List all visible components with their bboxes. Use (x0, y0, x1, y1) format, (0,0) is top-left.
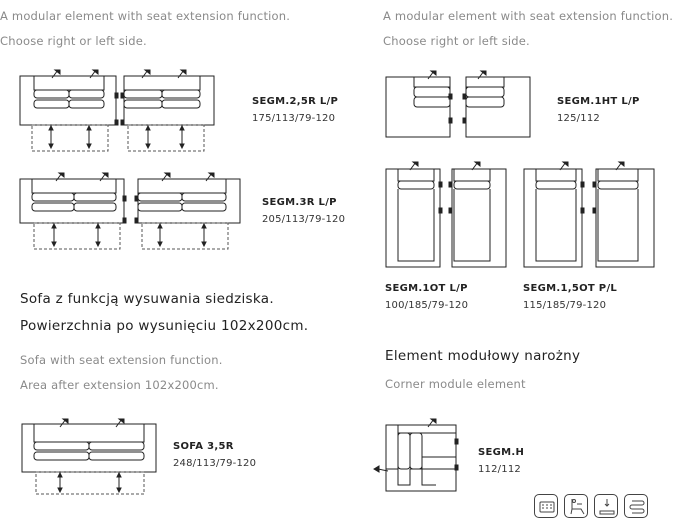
segm25-code: SEGM.2,5R L/P (252, 96, 339, 107)
segm15ot-code: SEGM.1,5OT P/L (523, 283, 618, 294)
sofa-pl-line2: Powierzchnia po wysunięciu 102x200cm. (20, 318, 309, 334)
seat-foam-icon (534, 494, 558, 518)
right-desc-line2: Choose right or left side. (383, 34, 530, 48)
recliner-icon (564, 494, 588, 518)
corner-pl: Element modułowy narożny (385, 348, 581, 364)
sofa-en-line1: Sofa with seat extension function. (20, 353, 223, 367)
segm1ht-dims: 125/112 (557, 113, 600, 124)
left-desc-line1: A modular element with seat extension fu… (0, 9, 291, 23)
segm3-code: SEGM.3R L/P (262, 197, 337, 208)
sofa35-code: SOFA 3,5R (173, 441, 234, 452)
sofa35-diagram (21, 418, 157, 495)
segm1ot-code: SEGM.1OT L/P (385, 283, 468, 294)
sofa-pl-line1: Sofa z funkcją wysuwania siedziska. (20, 291, 274, 307)
segmh-code: SEGM.H (478, 447, 525, 458)
segmh-diagram (373, 418, 459, 492)
segmh-dims: 112/112 (478, 464, 521, 475)
segm1ht-diagram (385, 70, 531, 138)
segm1ot-dims: 100/185/79-120 (385, 300, 469, 311)
segm1ht-code: SEGM.1HT L/P (557, 96, 640, 107)
segm-ot-diagram (385, 161, 655, 268)
segm25-diagram (19, 69, 215, 152)
spring-icon (624, 494, 648, 518)
segm3-dims: 205/113/79-120 (262, 214, 346, 225)
segm25-dims: 175/113/79-120 (252, 113, 336, 124)
left-desc-line2: Choose right or left side. (0, 34, 147, 48)
seat-height-icon (594, 494, 618, 518)
sofa-en-line2: Area after extension 102x200cm. (20, 378, 219, 392)
segm3-diagram (19, 172, 241, 250)
sofa35-dims: 248/113/79-120 (173, 458, 257, 469)
right-desc-line1: A modular element with seat extension fu… (383, 9, 674, 23)
corner-en: Corner module element (385, 377, 526, 391)
segm15ot-dims: 115/185/79-120 (523, 300, 607, 311)
